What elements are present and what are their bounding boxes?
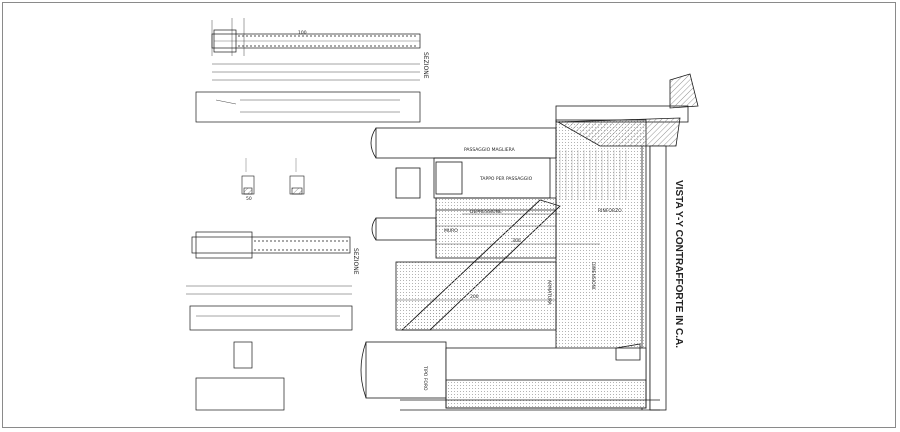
section-label-2: SEZIONE (352, 248, 359, 275)
label-depressione: DEPRESSIONE (470, 209, 502, 215)
label-muro2: MURO (444, 228, 458, 234)
label-dimensioni: DIMENSIONI (590, 262, 596, 289)
beam-detail-top (195, 18, 421, 123)
label-armatura: ARMATURA (546, 280, 552, 306)
main-section (360, 73, 699, 411)
label-muro: PASSAGGIO MAGLIERA (464, 147, 516, 153)
section-label-1: SEZIONE (422, 52, 429, 79)
label-rinforzo: RINFORZO (598, 208, 622, 214)
label-tipo-foro: TIPO FORO (422, 365, 428, 391)
dim-300: 300 (512, 238, 521, 244)
stirrup-details (241, 158, 305, 195)
label-tappo: TAPPO PER PASSAGGIO (479, 176, 533, 182)
dim-50: 50 (246, 196, 252, 202)
beam-detail-middle (186, 231, 353, 411)
dim-100: 100 (298, 30, 307, 36)
dim-200: 200 (470, 294, 479, 300)
view-title: VISTA Y-Y CONTRAFFORTE IN C.A. (673, 180, 684, 348)
